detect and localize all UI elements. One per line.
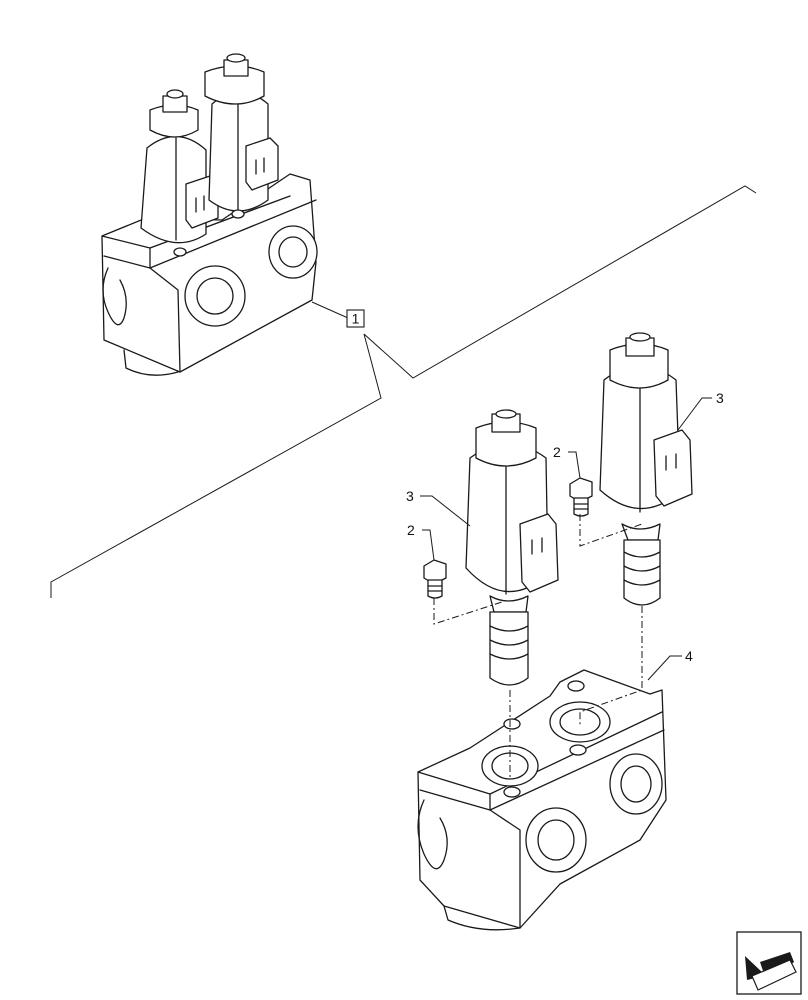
callout-solenoid-right-label: 3 xyxy=(716,390,724,406)
callout-solenoid-left-label: 3 xyxy=(406,488,414,504)
callout-bolt-lower-label: 2 xyxy=(407,522,415,538)
callout-leaders xyxy=(420,397,712,681)
callout-assembly: 1 xyxy=(346,309,365,328)
bolt-lower xyxy=(423,559,447,599)
callout-assembly-box xyxy=(346,309,365,328)
assembly-center-lines xyxy=(433,514,643,780)
assembled-valve-block xyxy=(101,53,318,376)
solenoid-valve-right xyxy=(599,332,693,606)
callout-bolt-upper-label: 2 xyxy=(553,444,561,460)
solenoid-valve-left xyxy=(465,409,559,686)
callout-valve-body-label: 4 xyxy=(685,648,693,664)
assembly-bracket-lines xyxy=(50,185,757,598)
bolt-upper xyxy=(569,477,593,517)
valve-body-block xyxy=(417,669,667,931)
arrow-icon[interactable] xyxy=(736,931,802,995)
callout-assembly-label: 1 xyxy=(352,311,360,327)
